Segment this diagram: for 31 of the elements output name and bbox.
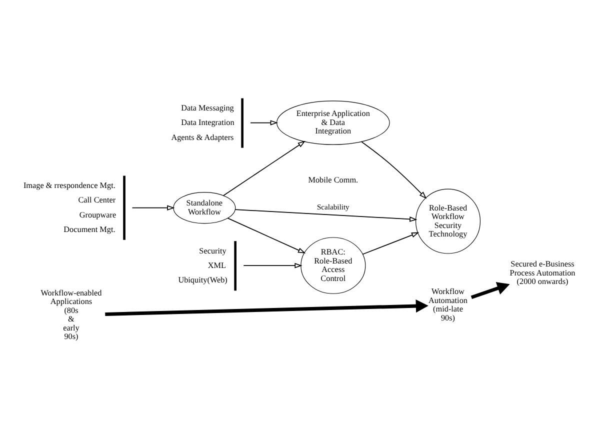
arrow — [250, 120, 278, 126]
node-label: Data Messaging — [181, 104, 234, 113]
arrow — [361, 141, 427, 199]
arrow — [243, 262, 302, 268]
label: Mobile Comm. — [308, 176, 358, 185]
node-label: Image & rrespondence Mgt. — [23, 181, 116, 190]
node-text: Workflow-enabled Applications (80s & early 90s) — [40, 288, 102, 342]
node-label: Agents & Adapters — [171, 132, 234, 142]
node-text: Secured e-Business Process Automation (2000 onwards) — [510, 260, 576, 286]
node-ellipse: Standalone Workflow — [173, 192, 236, 224]
arrow — [470, 282, 510, 300]
node-text: Workflow Automation (mid-late 90s) — [428, 287, 468, 322]
arrow — [105, 299, 428, 316]
node-box — [123, 176, 126, 240]
arrow — [227, 218, 306, 254]
node-box — [241, 98, 244, 148]
node-circle: Role-Based Workflow Security Technology — [415, 188, 481, 254]
arrow — [362, 232, 420, 255]
node-label: Call Center — [78, 196, 116, 205]
node-label: Document Mgt. — [64, 224, 116, 234]
arrow — [132, 205, 175, 211]
arrow — [234, 209, 418, 222]
node-label: Data Integration — [181, 118, 234, 128]
node-ellipse: RBAC: Role-Based Access Control — [300, 237, 366, 294]
node-ellipse: Enterprise Application & Data Integration — [276, 100, 390, 145]
node-label: Groupware — [79, 210, 116, 220]
node-label: XML — [208, 261, 226, 270]
node-box — [234, 241, 236, 291]
node-label: Ubiquity(Web) — [178, 276, 228, 285]
arrow — [223, 140, 306, 196]
node-label: Security — [199, 246, 226, 256]
